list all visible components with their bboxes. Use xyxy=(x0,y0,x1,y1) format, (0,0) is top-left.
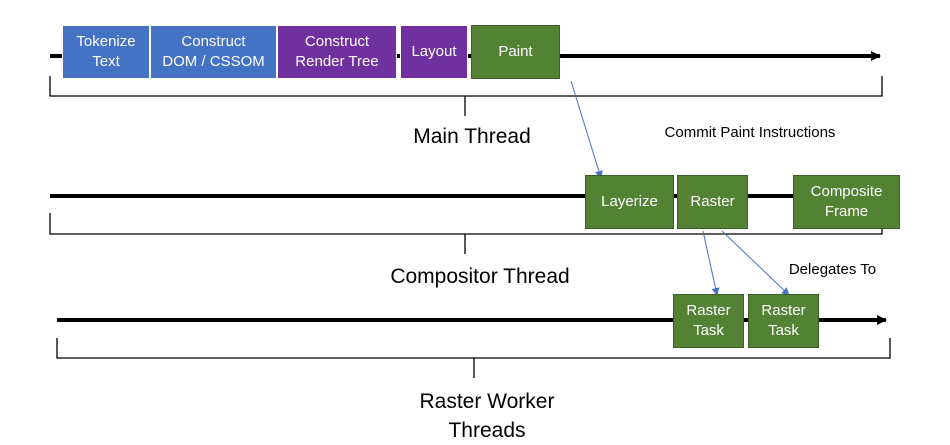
step-raster: Raster xyxy=(677,175,748,229)
step-raster-task-2: Raster Task xyxy=(748,294,819,348)
step-construct-render-tree: Construct Render Tree xyxy=(277,25,397,79)
step-construct-dom-cssom: Construct DOM / CSSOM xyxy=(150,25,277,79)
raster-worker-brace xyxy=(56,338,891,378)
delegates-to-label: Delegates To xyxy=(788,261,877,278)
step-paint: Paint xyxy=(471,25,560,79)
raster-task-connector-arrow-2 xyxy=(721,230,790,296)
raster-worker-threads-label: Raster Worker Threads xyxy=(419,390,555,442)
step-composite-frame: Composite Frame xyxy=(793,175,900,229)
step-tokenize-text: Tokenize Text xyxy=(62,25,150,79)
main-thread-label: Main Thread xyxy=(413,125,531,148)
compositor-thread-label: Compositor Thread xyxy=(390,265,570,288)
main-thread-brace xyxy=(49,76,883,116)
compositor-thread-brace xyxy=(49,213,883,254)
raster-task-connector-arrow-1 xyxy=(702,230,720,296)
commit-paint-instructions-label: Commit Paint Instructions xyxy=(664,124,836,141)
commit-connector-arrow xyxy=(570,80,603,179)
step-layout: Layout xyxy=(400,25,468,79)
step-layerize: Layerize xyxy=(585,175,674,229)
step-raster-task-1: Raster Task xyxy=(673,294,744,348)
